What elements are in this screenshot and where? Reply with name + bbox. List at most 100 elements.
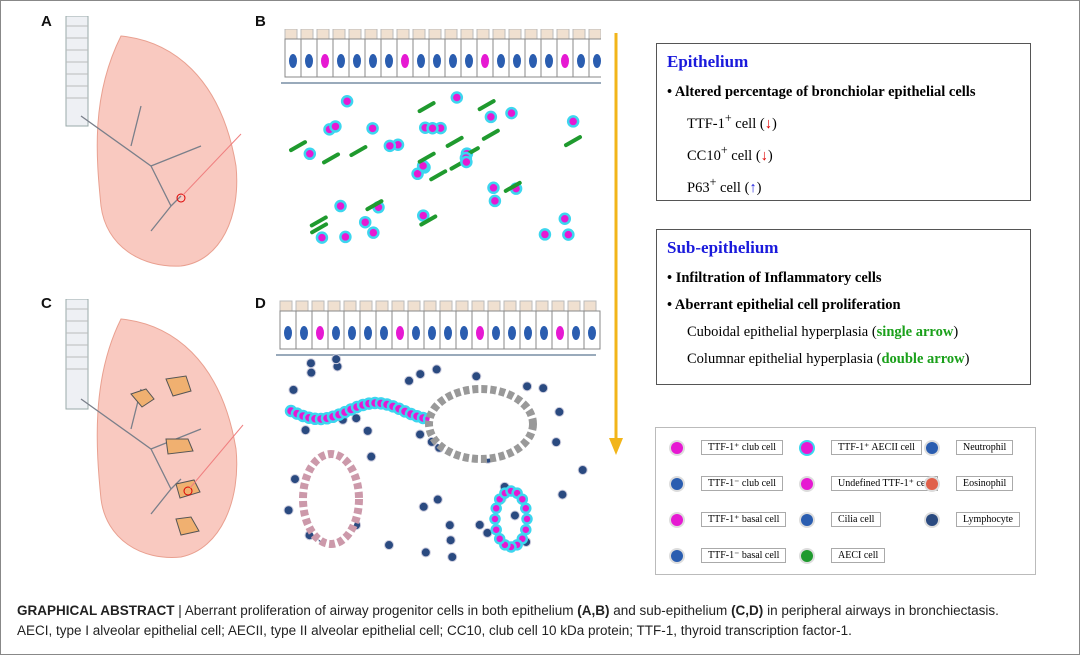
caption-ref: (C,D) <box>731 603 764 618</box>
aeci-cell <box>564 135 583 148</box>
cilia <box>455 300 469 312</box>
subepithelium-title: Sub-epithelium <box>667 238 779 257</box>
epithelium-item: CC10+ cell (↓) <box>687 142 773 164</box>
nucleus <box>508 326 516 340</box>
cilia <box>439 300 453 312</box>
nucleus <box>412 326 420 340</box>
inflammatory-cell <box>415 429 426 440</box>
progression-arrow <box>609 33 623 455</box>
aeci-cell <box>419 214 438 227</box>
inflammatory-cell <box>300 425 311 436</box>
cilia <box>407 300 421 312</box>
legend-label: TTF-1⁺ basal cell <box>701 512 787 527</box>
nucleus <box>321 54 329 68</box>
cilia <box>519 300 533 312</box>
nucleus <box>561 54 569 68</box>
basal-cell-icon <box>671 550 683 562</box>
cilia <box>471 300 485 312</box>
aecii-cell <box>562 228 575 241</box>
caption-separator: | <box>174 603 185 618</box>
aecii-cell <box>334 199 347 213</box>
caption-text: in peripheral airways in bronchiectasis. <box>763 603 999 618</box>
aecii-cell <box>538 228 552 241</box>
aecii-cell <box>487 181 500 195</box>
caption-text: Aberrant proliferation of airway progeni… <box>184 603 578 618</box>
aecii-cell <box>339 230 352 244</box>
nucleus <box>593 54 601 68</box>
inflammatory-cell <box>554 406 565 417</box>
nucleus <box>353 54 361 68</box>
nucleus <box>289 54 297 68</box>
inflammatory-cell <box>557 489 568 500</box>
club-cell-icon <box>671 442 683 454</box>
inflammatory-cell <box>447 551 458 562</box>
cilia <box>535 300 549 312</box>
aecii-cell <box>460 155 473 169</box>
legend-label: AECI cell <box>831 548 886 563</box>
cilia <box>444 29 458 40</box>
aecii-cell <box>358 215 372 229</box>
nucleus <box>348 326 356 340</box>
cilia-cell-icon <box>801 514 813 526</box>
nucleus <box>572 326 580 340</box>
cilia <box>412 29 426 40</box>
inflammatory-cell <box>577 464 588 475</box>
nucleus <box>433 54 441 68</box>
panel-label-b: B <box>255 13 266 30</box>
cilia <box>524 29 538 40</box>
nucleus <box>465 54 473 68</box>
aeci-cell <box>365 199 384 212</box>
epithelium-item: P63+ cell (↑) <box>687 174 762 196</box>
hyperplastic-airway <box>425 385 537 463</box>
cilia <box>396 29 410 40</box>
nucleus <box>545 54 553 68</box>
nucleus <box>556 326 564 340</box>
aecii-cell <box>315 231 329 244</box>
cilia <box>487 300 501 312</box>
lung-illustration-c <box>65 299 244 558</box>
aecii-cell <box>340 95 354 108</box>
caption-heading: GRAPHICAL ABSTRACT <box>17 603 175 618</box>
aeci-cell <box>503 180 522 193</box>
inflammatory-cell <box>366 451 377 462</box>
inflammatory-cell <box>444 520 455 531</box>
aeci-cell <box>417 151 436 164</box>
subepithelium-box: Sub-epithelium Infiltration of Inflammat… <box>656 229 1031 385</box>
cilia <box>316 29 330 40</box>
cilia <box>327 300 341 312</box>
legend-label: TTF-1⁺ AECII cell <box>831 440 922 455</box>
hyperplastic-airway <box>299 450 363 548</box>
nucleus <box>492 326 500 340</box>
inflammatory-cell <box>283 505 294 516</box>
aecii-cell <box>450 91 464 104</box>
alveolar-tissue-panel-d <box>276 300 601 562</box>
aecii-cell-ring <box>490 502 502 515</box>
inflammatory-cell <box>306 367 317 378</box>
legend-label: Lymphocyte <box>956 512 1020 527</box>
epithelium-item: TTF-1+ cell (↓) <box>687 111 777 132</box>
caption-text: and sub-epithelium <box>609 603 732 618</box>
lymphocyte-icon <box>926 514 938 526</box>
nucleus <box>497 54 505 68</box>
nucleus <box>380 326 388 340</box>
nucleus <box>401 54 409 68</box>
legend-label: Undefined TTF-1⁺ cell <box>831 476 938 491</box>
nucleus <box>524 326 532 340</box>
aecii-cell-ring <box>516 493 529 505</box>
cilia <box>588 29 601 40</box>
inflammatory-cell <box>384 540 395 551</box>
aecii-cell-ring <box>520 502 532 515</box>
epithelium-title: Epithelium <box>667 52 749 71</box>
aeci-cell <box>417 101 436 114</box>
cilia <box>364 29 378 40</box>
cilia <box>300 29 314 40</box>
figure-caption: GRAPHICAL ABSTRACT | Aberrant proliferat… <box>17 601 1067 641</box>
aecii-cell <box>566 115 580 128</box>
subepithelium-bullet: Aberrant epithelial cell proliferation <box>667 297 1020 314</box>
club-cell-icon <box>671 478 683 490</box>
cilia <box>508 29 522 40</box>
aecii-cell <box>366 122 379 135</box>
nucleus <box>385 54 393 68</box>
